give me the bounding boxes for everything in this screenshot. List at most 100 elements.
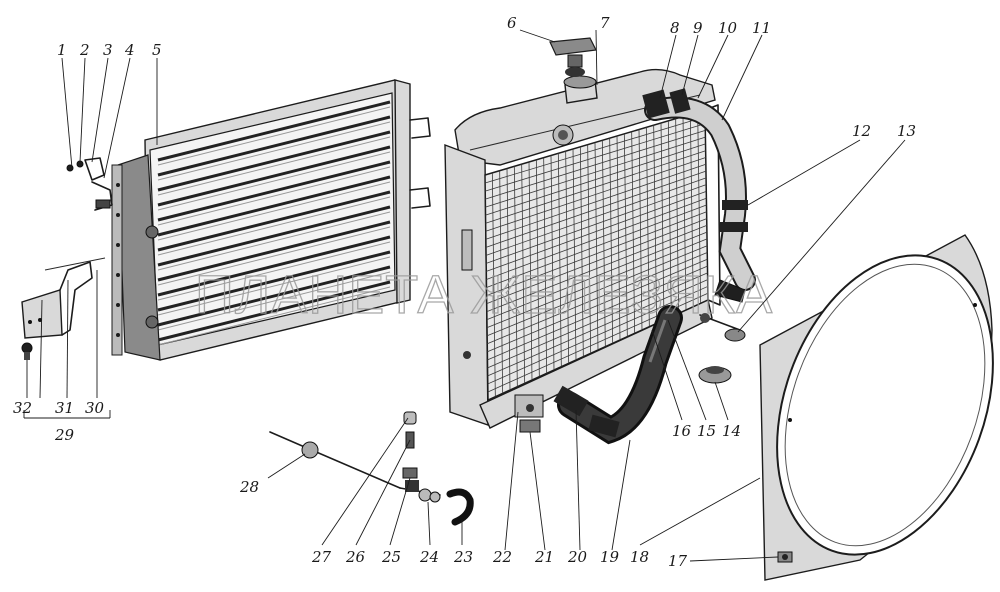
cooler-fin-highlight xyxy=(157,241,391,301)
callout-24: 24 xyxy=(419,548,439,566)
callout-25: 25 xyxy=(381,548,401,566)
upper-hose xyxy=(642,88,756,303)
callout-21: 21 xyxy=(534,548,554,566)
core-fin xyxy=(486,224,707,312)
core-fin xyxy=(485,150,706,224)
callout-numbers: 1 2 3 4 5 6 7 8 9 10 11 12 13 14 15 16 1… xyxy=(13,14,916,570)
cooler-fin-highlight xyxy=(157,226,391,286)
cooler-fin xyxy=(157,205,391,267)
cooler-fin xyxy=(157,115,391,177)
callout-32: 32 xyxy=(13,399,32,417)
cooler-fin xyxy=(157,190,391,252)
callout-14: 14 xyxy=(722,422,741,440)
shroud-bolt xyxy=(777,551,793,563)
callout-10: 10 xyxy=(718,19,738,37)
callout-22: 22 xyxy=(492,548,512,566)
cooler-fin-highlight xyxy=(157,136,391,196)
cooler-fin xyxy=(157,100,391,162)
callout-1: 1 xyxy=(57,41,67,59)
drain-cock xyxy=(514,394,544,433)
radiator-core-grid xyxy=(484,112,709,397)
cooler-clamp-parts xyxy=(66,157,113,211)
core-fin xyxy=(486,231,708,321)
core-fin xyxy=(485,136,706,208)
core-fin xyxy=(485,163,706,240)
callout-12: 12 xyxy=(852,122,871,140)
cooler-fin-highlight xyxy=(157,181,391,241)
callout-15: 15 xyxy=(697,422,716,440)
callout-11: 11 xyxy=(752,19,771,37)
core-fin xyxy=(486,238,708,329)
cooler-fin xyxy=(157,280,391,342)
callout-2: 2 xyxy=(79,41,90,59)
cooler-fin xyxy=(157,235,391,297)
core-fin xyxy=(486,245,708,337)
cooler-fin-highlight xyxy=(157,151,391,211)
leader-lines xyxy=(23,29,906,562)
callout-23: 23 xyxy=(453,548,473,566)
callout-6: 6 xyxy=(507,14,517,32)
callout-30: 30 xyxy=(85,399,105,417)
watermark: ПЛАНЕТА ЖЕЛЕЗЯКА xyxy=(195,265,773,325)
callout-9: 9 xyxy=(693,19,703,37)
cooler-fins xyxy=(157,100,391,346)
core-fin xyxy=(487,279,708,377)
cooler-fin-highlight xyxy=(157,286,391,346)
core-fin xyxy=(486,197,707,280)
thermostat-cap xyxy=(698,366,732,384)
callout-18: 18 xyxy=(630,548,649,566)
core-fin xyxy=(487,258,708,353)
core-fin xyxy=(484,116,706,184)
callout-8: 8 xyxy=(670,19,680,37)
callout-19: 19 xyxy=(600,548,620,566)
callout-31: 31 xyxy=(55,399,74,417)
callout-16: 16 xyxy=(672,422,692,440)
core-fin xyxy=(487,252,708,345)
callout-4: 4 xyxy=(124,41,135,59)
core-fin xyxy=(486,191,707,272)
fan-shroud xyxy=(759,234,994,581)
callout-7: 7 xyxy=(600,14,610,32)
core-fin xyxy=(485,177,707,256)
core-fin xyxy=(485,123,706,192)
callout-29: 29 xyxy=(54,426,75,444)
core-fin xyxy=(485,170,707,248)
cooler-fin-highlight xyxy=(157,196,391,256)
drain-fitting xyxy=(699,313,746,342)
radiator xyxy=(444,68,721,429)
core-fin xyxy=(485,143,706,216)
core-fin xyxy=(487,286,708,385)
cooler-fin xyxy=(157,250,391,312)
core-fin xyxy=(487,272,708,369)
cooler-fin-highlight xyxy=(157,121,391,181)
drain-cock-rod xyxy=(269,431,474,526)
cooler-fin xyxy=(157,175,391,237)
callout-27: 27 xyxy=(311,548,332,566)
cooler-fin xyxy=(157,220,391,282)
core-fin xyxy=(485,129,706,200)
callout-3: 3 xyxy=(103,41,113,59)
core-fin xyxy=(486,184,707,264)
filler-cap xyxy=(549,37,597,77)
callout-5: 5 xyxy=(152,41,162,59)
callout-20: 20 xyxy=(567,548,588,566)
cooler-fin-highlight xyxy=(157,166,391,226)
oil-cooler xyxy=(111,79,431,361)
core-fin xyxy=(486,218,707,304)
cooler-fin xyxy=(157,145,391,207)
callout-26: 26 xyxy=(345,548,366,566)
core-fin xyxy=(485,157,706,232)
callout-28: 28 xyxy=(239,478,259,496)
cooler-fin xyxy=(157,265,391,327)
cooler-fin-highlight xyxy=(157,256,391,316)
lower-hose xyxy=(553,305,683,445)
cooler-fin-highlight xyxy=(157,271,391,331)
cooler-fin xyxy=(157,160,391,222)
core-fin xyxy=(487,265,708,361)
cooler-fin-highlight xyxy=(157,211,391,271)
core-fin xyxy=(486,204,707,288)
cooler-fin-highlight xyxy=(157,106,391,166)
cooler-fin xyxy=(157,130,391,192)
core-fin xyxy=(486,211,707,296)
